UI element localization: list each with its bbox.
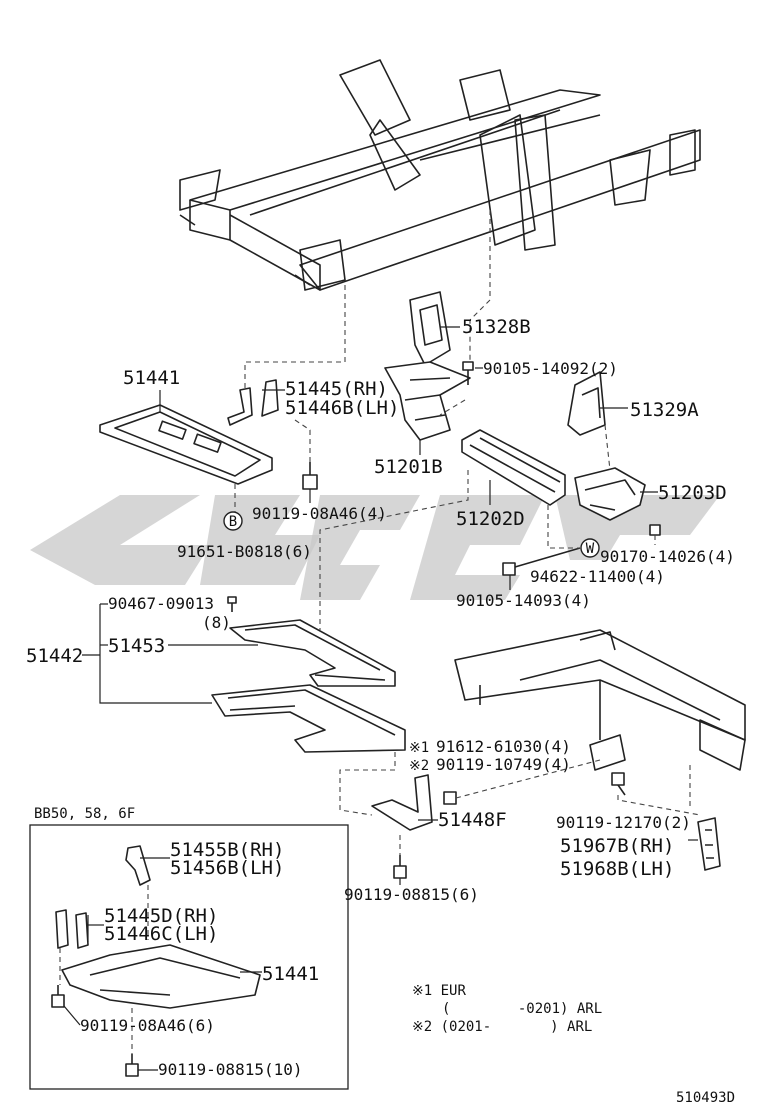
label-91612-61030: 91612-61030(4) (436, 737, 571, 756)
label-51201b: 51201B (374, 456, 443, 478)
inset-bracket-51445d-b (75, 912, 89, 949)
label-51441-inset: 51441 (262, 963, 319, 985)
label-90119-08a46-4: 90119-08A46(4) (252, 504, 387, 523)
label-90119-08815-10: 90119-08815(10) (158, 1060, 303, 1079)
label-90170-14026: 90170-14026(4) (600, 547, 735, 566)
note-1: ※1 EUR (412, 983, 466, 999)
label-90105-14092: 90105-14092(2) (483, 359, 618, 378)
inset-plate-51441 (61, 944, 261, 1009)
label-90119-08a46-6: 90119-08A46(6) (80, 1016, 215, 1035)
frame-assembly-top (179, 59, 701, 291)
label-51441-top: 51441 (123, 367, 180, 389)
label-51446c-lh: 51446C(LH) (104, 923, 218, 945)
frame-assembly-bottom (454, 629, 746, 771)
label-90467-qty: (8) (202, 613, 231, 632)
label-51328b: 51328B (462, 316, 531, 338)
note-1-range: ( -0201) ARL (442, 1001, 602, 1017)
label-94622-11400: 94622-11400(4) (530, 567, 665, 586)
assembly-lines (234, 210, 701, 855)
label-note2-symbol: ※2 (409, 758, 429, 774)
label-51445-rh: 51445(RH) (285, 378, 388, 400)
label-51456b-lh: 51456B(LH) (170, 857, 284, 879)
badge-b-label: B (229, 514, 237, 530)
badge-w: W (580, 538, 600, 558)
label-51446b-lh: 51446B(LH) (285, 397, 399, 419)
label-51967b-rh: 51967B(RH) (560, 835, 674, 857)
plate-51453 (229, 619, 396, 687)
label-51453: 51453 (108, 635, 165, 657)
badge-w-label: W (586, 541, 595, 557)
bolt-90105-14092 (462, 361, 474, 385)
inset-bolt-90119-08815 (125, 1063, 139, 1077)
inset-bracket-51455b (125, 845, 151, 886)
label-51968b-lh: 51968B(LH) (560, 858, 674, 880)
label-90119-10749: 90119-10749(4) (436, 755, 571, 774)
label-51202d: 51202D (456, 508, 525, 530)
label-note1-symbol: ※1 (409, 740, 429, 756)
inset-panel (29, 824, 349, 1090)
diagram-id: 510493D (676, 1090, 735, 1106)
bracket-51445 (227, 379, 279, 426)
inset-bolt-90119-08a46 (51, 994, 65, 1008)
label-90105-14093: 90105-14093(4) (456, 591, 591, 610)
label-90467-09013: 90467-09013 (108, 594, 214, 613)
label-90119-12170: 90119-12170(2) (556, 813, 691, 832)
label-90119-08815-6: 90119-08815(6) (344, 885, 479, 904)
bolt-90105-14093 (502, 547, 581, 576)
bolt-90119-08815 (393, 855, 407, 879)
bracket-51967b (697, 817, 721, 871)
label-51329a: 51329A (630, 399, 699, 421)
inset-title: BB50, 58, 6F (34, 806, 135, 822)
bracket-51328b (409, 291, 451, 366)
note-2: ※2 (0201- ) ARL (412, 1019, 592, 1035)
label-51442: 51442 (26, 645, 83, 667)
label-91651-b0818: 91651-B0818(6) (177, 542, 312, 561)
bracket-51203d (574, 467, 646, 521)
label-51455b-rh: 51455B(RH) (170, 839, 284, 861)
plate-51442 (211, 684, 406, 753)
screw-90467 (227, 596, 237, 612)
badge-b: B (223, 511, 243, 531)
inset-bracket-51445d-a (55, 909, 69, 949)
bolt-90119-10749 (443, 791, 457, 805)
nut-90170 (649, 524, 661, 536)
crossmember-51202d (461, 429, 566, 506)
label-51203d: 51203D (658, 482, 727, 504)
bracket-51448f (371, 774, 433, 831)
part-labels: 51328B 90105-14092(2) 51441 51445(RH) 51… (26, 316, 735, 1106)
label-51445d-rh: 51445D(RH) (104, 905, 218, 927)
bolt-90119-12170 (611, 772, 626, 796)
bracket-51201b (384, 361, 471, 441)
bolt-90119-08a46 (302, 462, 318, 490)
bracket-51329a (567, 371, 606, 436)
leader-lines (82, 326, 698, 885)
label-51448f: 51448F (438, 809, 507, 831)
